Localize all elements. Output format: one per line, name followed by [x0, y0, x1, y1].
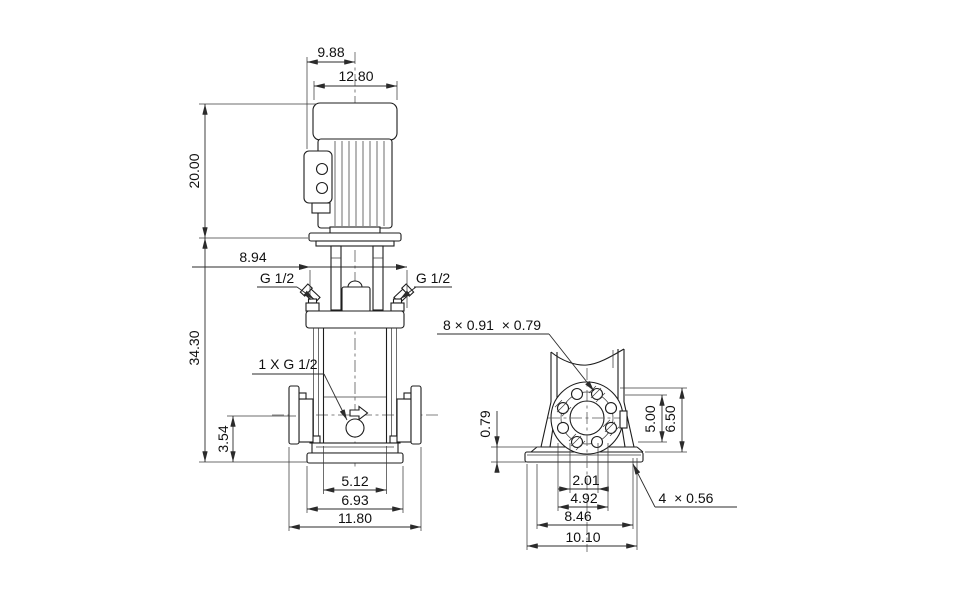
- terminal-box: [303, 150, 333, 204]
- port-neck-right: [396, 398, 412, 443]
- bolt-hole: [556, 421, 570, 434]
- pump-base: [306, 442, 404, 464]
- bolt-hole: [604, 421, 618, 434]
- port-flange-right: [410, 385, 422, 445]
- dim-base-width: 6.93: [341, 492, 368, 508]
- side-base: [524, 446, 644, 463]
- head-flange: [305, 310, 405, 329]
- dim-motor-top-width: 9.88: [317, 44, 344, 60]
- ports: [288, 385, 422, 445]
- side-view-dimensions: 8 × 0.91 × 0.79 0.79 5.00 6.50 2.01: [437, 317, 737, 550]
- dim-base-plate-thickness: 0.79: [477, 410, 493, 437]
- dim-head-width: 8.94: [239, 249, 266, 265]
- front-view-dimensions: 9.88 12.80 20.00 34.30 8.94 G: [186, 44, 452, 531]
- dim-motor-width: 12.80: [338, 68, 373, 84]
- label-flange-holes: 8 × 0.91 × 0.79: [443, 317, 541, 333]
- dim-bolt-inner-width: 2.01: [572, 472, 599, 488]
- thread-hatch: [554, 385, 620, 451]
- drain-spout-arrow: [349, 405, 369, 421]
- head-bolt-left: [305, 302, 320, 312]
- dim-base-plate-width: 10.10: [565, 529, 600, 545]
- coupling-dome: [347, 280, 363, 288]
- bolt-hole: [570, 387, 584, 401]
- label-drain-plug: 1 X G 1/2: [258, 356, 317, 372]
- label-base-holes: 4 × 0.56: [659, 490, 714, 506]
- terminal-box-foot: [311, 202, 331, 214]
- stool-top-plate: [315, 240, 395, 247]
- coupling-guard: [341, 286, 371, 313]
- dim-port-center-height-side: 6.50: [662, 405, 678, 432]
- bolt-hole: [590, 387, 604, 401]
- dim-bolt-outer-width: 4.92: [570, 490, 597, 506]
- dim-motor-height: 20.00: [186, 153, 202, 188]
- head-bolt-right: [390, 302, 405, 312]
- bolt-hole: [604, 402, 618, 415]
- dim-bolt-span-height: 5.00: [642, 405, 658, 432]
- front-view: 9.88 12.80 20.00 34.30 8.94 G: [186, 44, 452, 531]
- motor-fins: [334, 141, 385, 226]
- flange-side-tab: [619, 410, 628, 429]
- drain-plug: [345, 405, 369, 438]
- bolt-hole: [556, 402, 570, 415]
- port-flange-left: [288, 385, 300, 445]
- port-neck-left: [298, 398, 314, 443]
- dim-pump-height: 34.30: [186, 330, 202, 365]
- label-plug-left: G 1/2: [260, 270, 294, 286]
- pump-head: [305, 298, 405, 329]
- dim-port-center-height: 3.54: [215, 425, 231, 452]
- motor-outline: [303, 102, 402, 247]
- dim-foot-hole-span: 8.46: [564, 508, 591, 524]
- dim-chamber-width: 5.12: [341, 473, 368, 489]
- motor-flange: [308, 232, 402, 242]
- cable-entry-hole: [315, 181, 329, 195]
- bolt-hole: [570, 435, 584, 449]
- cable-entry-hole: [315, 162, 329, 176]
- label-plug-right: G 1/2: [416, 270, 450, 286]
- suction-flange: [548, 381, 628, 455]
- bolt-hole: [590, 435, 604, 449]
- motor-neck: [329, 226, 381, 234]
- side-view: 8 × 0.91 × 0.79 0.79 5.00 6.50 2.01: [437, 317, 737, 552]
- dim-flange-to-flange: 11.80: [338, 510, 372, 526]
